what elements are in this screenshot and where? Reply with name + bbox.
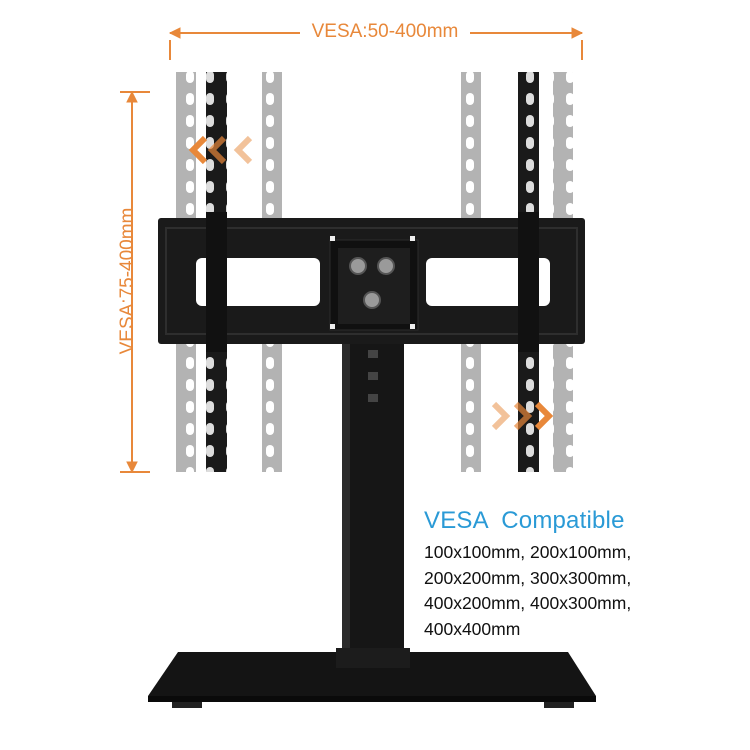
right-chevrons-icon [491,401,554,431]
stand-base [148,648,596,708]
list-item: 400x200mm, 400x300mm, [424,593,632,613]
black-arm-front-segments [206,212,539,352]
list-item: 100x100mm, 200x100mm, [424,542,632,562]
vesa-compatible-title: VESA Compatible [424,507,625,534]
list-item: 200x200mm, 300x300mm, [424,567,632,588]
vesa-height-label: VESA:75-400mm [117,207,138,355]
left-chevrons-icon [188,135,253,165]
vesa-size-list: 100x100mm, 200x100mm, 200x200mm, 300x300… [424,540,631,642]
list-item: 400x400mm [424,618,521,639]
mounting-bracket-plate [158,218,585,344]
vesa-width-label: VESA:50-400mm [300,21,470,43]
height-dimension-arrow [120,90,150,474]
stand-pole [342,338,404,658]
